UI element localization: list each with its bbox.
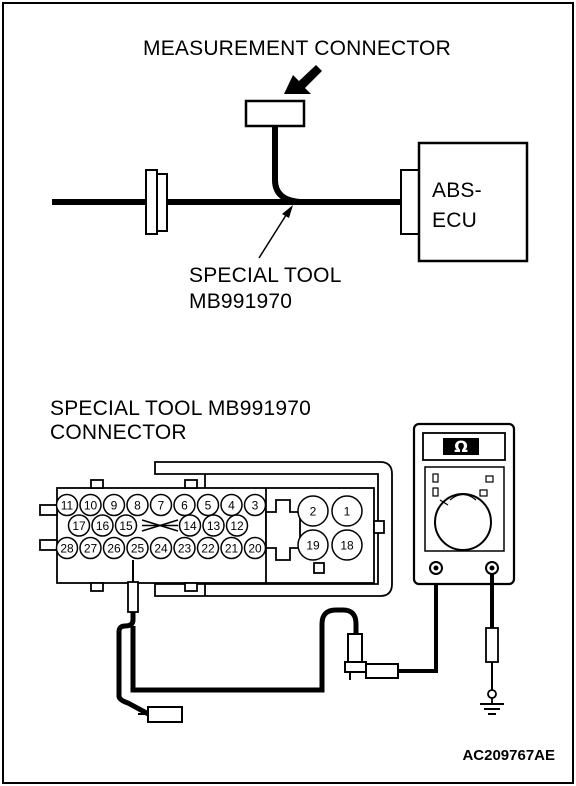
pin-11: 11: [55, 493, 79, 517]
pin-5: 5: [196, 493, 220, 517]
connector-label-line1: SPECIAL TOOL MB991970: [50, 397, 311, 420]
special-tool-label-line2: MB991970: [189, 290, 292, 313]
pin-20: 20: [243, 536, 267, 560]
pin-label: 26: [107, 542, 121, 556]
pin-23: 23: [173, 536, 196, 560]
pin-label: 19: [306, 539, 320, 553]
measurement-arrow: [284, 65, 322, 94]
pin-label: 18: [340, 539, 354, 553]
figure-id: AC209767AE: [462, 747, 555, 764]
probe-lead: [116, 560, 359, 723]
pin-8: 8: [126, 493, 149, 517]
inline-connector: [145, 169, 168, 235]
pin-7: 7: [149, 493, 173, 517]
pin-label: 23: [178, 542, 192, 556]
pin-label: 28: [60, 542, 74, 556]
connector-label-line2: CONNECTOR: [50, 421, 187, 444]
special-tool-label-line1: SPECIAL TOOL: [189, 264, 342, 287]
pin-label: 27: [84, 542, 98, 556]
pin-26: 26: [102, 536, 126, 560]
ecu-label-line1: ABS-: [432, 179, 482, 202]
pin-label: 14: [183, 519, 197, 533]
pin-label: 20: [248, 542, 262, 556]
pin-16: 16: [91, 514, 114, 537]
measurement-connector-label: MEASUREMENT CONNECTOR: [143, 37, 451, 60]
probe-tip-left: [147, 706, 183, 723]
pin-10: 10: [79, 493, 102, 517]
pin-2: 2: [297, 495, 329, 527]
pin-label: 12: [230, 519, 244, 533]
pin-1: 1: [331, 495, 363, 527]
ohm-meter: Ω: [412, 422, 516, 586]
pin-24: 24: [149, 536, 173, 560]
pin-15: 15: [114, 514, 138, 537]
pin-label: 3: [252, 499, 259, 513]
pin-3: 3: [243, 493, 267, 517]
meter-lead-connector: [344, 574, 438, 680]
pin-label: 24: [154, 542, 168, 556]
pin-label: 5: [205, 499, 212, 513]
pin-25: 25: [126, 536, 149, 560]
pin-label: 7: [158, 499, 165, 513]
measurement-connector: [244, 99, 306, 128]
pin-label: 10: [84, 499, 98, 513]
pin-label: 11: [61, 499, 74, 513]
pin-label: 17: [72, 519, 86, 533]
ecu-label-line2: ECU: [432, 209, 477, 232]
pin-label: 1: [344, 505, 351, 519]
pin-19: 19: [297, 529, 329, 561]
pin-22: 22: [196, 536, 220, 560]
abs-ecu: ABS- ECU: [400, 141, 529, 263]
pin-label: 21: [225, 542, 239, 556]
blank-cavity-mark: [141, 519, 179, 532]
ohm-symbol: Ω: [454, 437, 468, 456]
pin-label: 25: [131, 542, 145, 556]
pin-28: 28: [55, 536, 79, 560]
pin-label: 4: [228, 499, 235, 513]
pin-label: 22: [201, 542, 215, 556]
pin-27: 27: [79, 536, 102, 560]
pin-4: 4: [220, 493, 243, 517]
pin-label: 13: [207, 519, 221, 533]
pin-14: 14: [178, 514, 202, 537]
pin-label: 2: [310, 505, 317, 519]
pin-label: 6: [181, 499, 188, 513]
pin-label: 9: [111, 499, 118, 513]
harness: [52, 126, 404, 205]
pin-9: 9: [102, 493, 126, 517]
pin-label: 8: [134, 499, 141, 513]
pin-18: 18: [331, 529, 363, 561]
pin-12: 12: [225, 514, 249, 537]
pin-21: 21: [220, 536, 243, 560]
pin-label: 15: [119, 519, 133, 533]
special-tool-arrow: [258, 205, 293, 259]
pin-label: 16: [96, 519, 110, 533]
ground-lead: [480, 574, 504, 715]
pin-13: 13: [202, 514, 225, 537]
pin-17: 17: [67, 514, 91, 537]
pin-6: 6: [173, 493, 196, 517]
